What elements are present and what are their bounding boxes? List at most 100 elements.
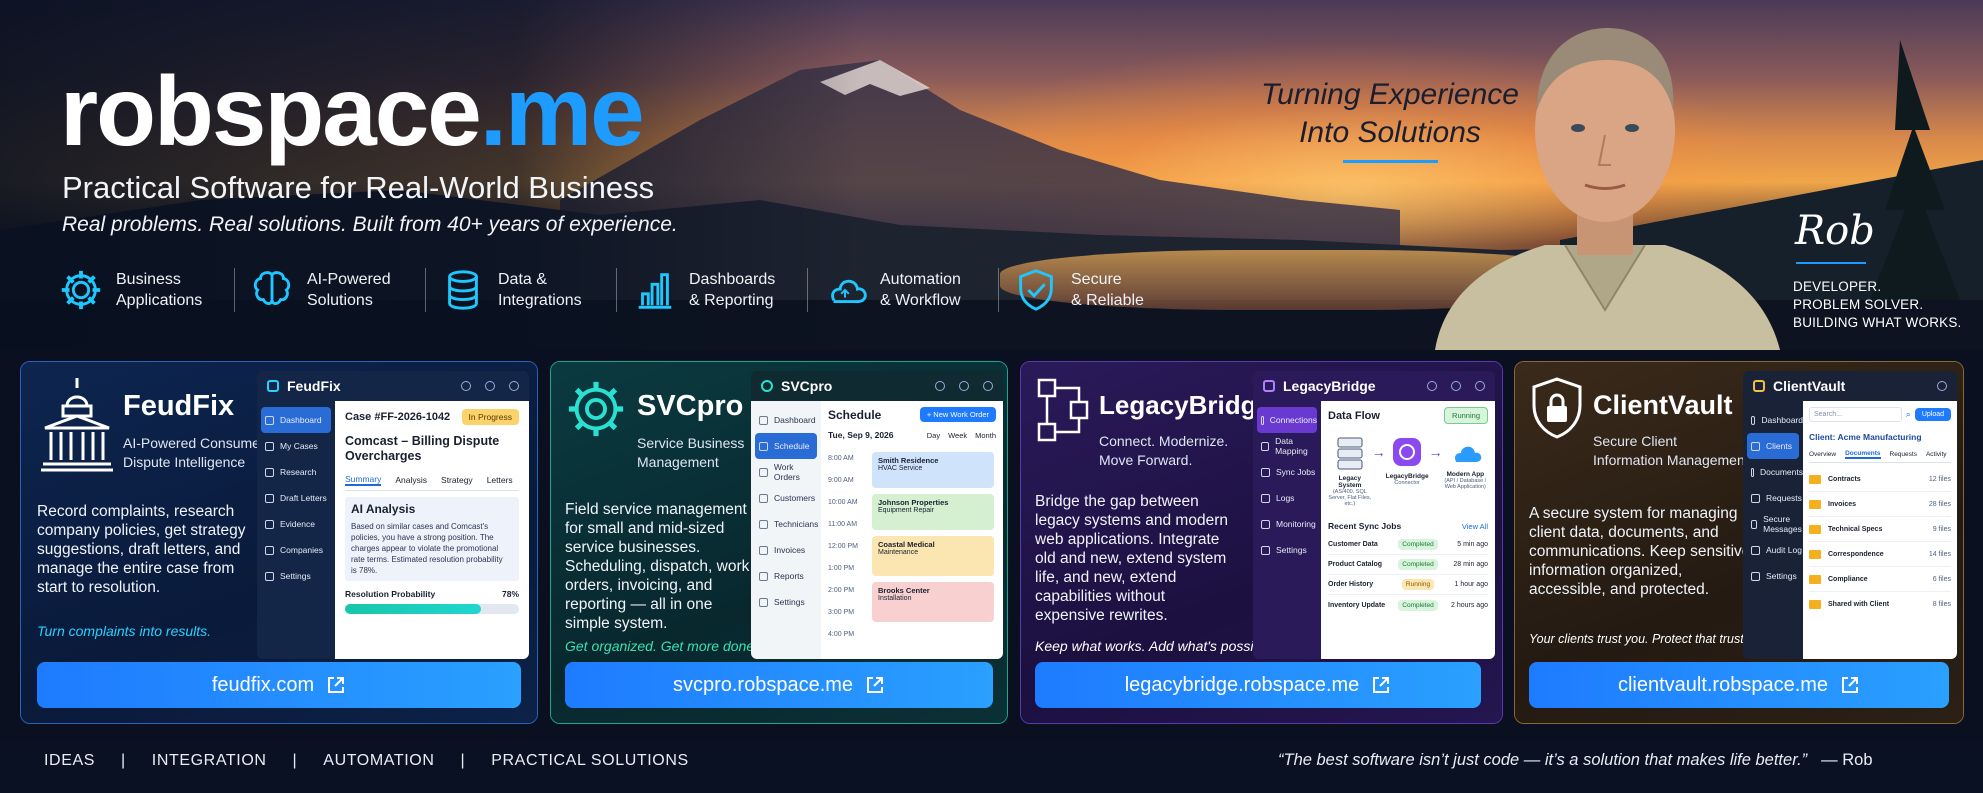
svcpro-sub-2: Management [637, 454, 719, 470]
nav-evidence[interactable]: Evidence [257, 511, 335, 537]
gear-icon [61, 270, 101, 310]
desc-line: life, and new, extend [1035, 569, 1177, 586]
legacybridge-link-button[interactable]: legacybridge.robspace.me [1035, 662, 1481, 708]
tab-documents[interactable]: Documents [1845, 450, 1881, 459]
nav-settings[interactable]: Settings [1743, 563, 1803, 589]
nav-customers[interactable]: Customers [751, 485, 821, 511]
nav-settings[interactable]: Settings [1253, 537, 1321, 563]
search-icon[interactable]: ⌕ [1905, 409, 1911, 419]
footer-link-automation[interactable]: AUTOMATION [323, 752, 435, 769]
nav-dashboard[interactable]: Dashboard [751, 407, 821, 433]
svcpro-sub-1: Service Business [637, 435, 745, 451]
window-controls [1937, 381, 1947, 391]
role-line-2: PROBLEM SOLVER. [1793, 297, 1924, 312]
view-day[interactable]: Day [926, 430, 941, 440]
desc-line: expensive rewrites. [1035, 607, 1168, 624]
nav-dashboard[interactable]: Dashboard [261, 407, 331, 433]
feature-label-5a: Automation [880, 271, 961, 288]
footer-link-practical-solutions[interactable]: PRACTICAL SOLUTIONS [491, 752, 689, 769]
case-tabs: Summary Analysis Strategy Letters [345, 474, 519, 491]
feudfix-link-button[interactable]: feudfix.com [37, 662, 521, 708]
feature-dashboards: Dashboards& Reporting [631, 268, 808, 312]
text-overlay-shade [0, 0, 860, 350]
client-tabs: Overview Documents Requests Activity [1809, 450, 1951, 463]
nav-settings[interactable]: Settings [751, 589, 821, 615]
feature-label-6b: & Reliable [1071, 292, 1144, 309]
search-input[interactable]: Search... [1809, 407, 1902, 422]
view-month[interactable]: Month [975, 430, 996, 440]
mockup-app-name: FeudFix [287, 378, 341, 394]
view-all-link[interactable]: View All [1461, 521, 1488, 531]
nav-my-cases[interactable]: My Cases [257, 433, 335, 459]
footer-quote: “The best software isn’t just code — it’… [1278, 751, 1873, 770]
arrow-right-icon: → [1428, 444, 1443, 460]
external-link-icon [1373, 677, 1390, 693]
nav-research[interactable]: Research [257, 459, 335, 485]
nav-monitoring[interactable]: Monitoring [1253, 511, 1321, 537]
tab-overview[interactable]: Overview [1809, 451, 1837, 458]
nav-work-orders[interactable]: Work Orders [751, 459, 821, 485]
nav-draft-letters[interactable]: Draft Letters [257, 485, 335, 511]
nav-secure-messages[interactable]: Secure Messages [1743, 511, 1803, 537]
nav-connections[interactable]: Connections [1257, 407, 1317, 433]
nav-reports[interactable]: Reports [751, 563, 821, 589]
clientvault-link-button[interactable]: clientvault.robspace.me [1529, 662, 1949, 708]
running-badge: Running [1444, 407, 1488, 424]
nav-invoices[interactable]: Invoices [751, 537, 821, 563]
tab-activity[interactable]: Activity [1925, 451, 1947, 458]
site-logo[interactable]: robspace.me [60, 62, 645, 160]
footer-link-ideas[interactable]: IDEAS [44, 752, 96, 769]
nav-documents[interactable]: Documents [1743, 459, 1803, 485]
desc-line: accessible, and protected. [1529, 581, 1710, 598]
upload-button[interactable]: Upload [1914, 408, 1951, 421]
nav-technicians[interactable]: Technicians [751, 511, 821, 537]
folder-icon [1809, 574, 1821, 584]
svcpro-link-button[interactable]: svcpro.robspace.me [565, 662, 993, 708]
nav-settings[interactable]: Settings [257, 563, 335, 589]
new-work-order-button[interactable]: + New Work Order [919, 407, 996, 422]
mockup-sidebar: Connections Data Mapping Sync Jobs Logs … [1253, 401, 1321, 659]
tab-letters[interactable]: Letters [486, 475, 513, 485]
tab-analysis[interactable]: Analysis [395, 475, 428, 485]
tab-summary[interactable]: Summary [345, 474, 382, 486]
desc-line: information organized, [1529, 562, 1683, 579]
mockup-main: Data Flow Running Legacy System (AS/400,… [1321, 401, 1495, 659]
legacy-sub-1: Connect. Modernize. [1099, 433, 1229, 449]
footer-link-integration[interactable]: INTEGRATION [151, 752, 267, 769]
control-icon [1937, 381, 1947, 391]
nav-clients[interactable]: Clients [1747, 433, 1799, 459]
tab-requests[interactable]: Requests [1889, 451, 1917, 458]
feature-secure: Secure& Reliable [1013, 268, 1189, 312]
control-icon [1427, 381, 1437, 391]
legacybridge-subtitle: Connect. Modernize.Move Forward. [1099, 432, 1228, 470]
view-week[interactable]: Week [948, 430, 968, 440]
view-toggle: Day Week Month [927, 431, 996, 440]
nav-sync-jobs[interactable]: Sync Jobs [1253, 459, 1321, 485]
external-link-icon [1842, 677, 1859, 693]
legacybridge-card: LegacyBridge Connect. Modernize.Move For… [1020, 361, 1503, 724]
control-icon [461, 381, 471, 391]
tab-strategy[interactable]: Strategy [441, 475, 473, 485]
folder-icon [1809, 549, 1821, 559]
nav-audit-log[interactable]: Audit Log [1743, 537, 1803, 563]
nav-dashboard[interactable]: Dashboard [1743, 407, 1803, 433]
feature-label-3b: Integrations [498, 292, 582, 309]
nav-data-mapping[interactable]: Data Mapping [1253, 433, 1321, 459]
nav-companies[interactable]: Companies [257, 537, 335, 563]
nav-logs[interactable]: Logs [1253, 485, 1321, 511]
nav-schedule[interactable]: Schedule [755, 433, 817, 459]
nav-requests[interactable]: Requests [1743, 485, 1803, 511]
folder-icon [1809, 499, 1821, 509]
